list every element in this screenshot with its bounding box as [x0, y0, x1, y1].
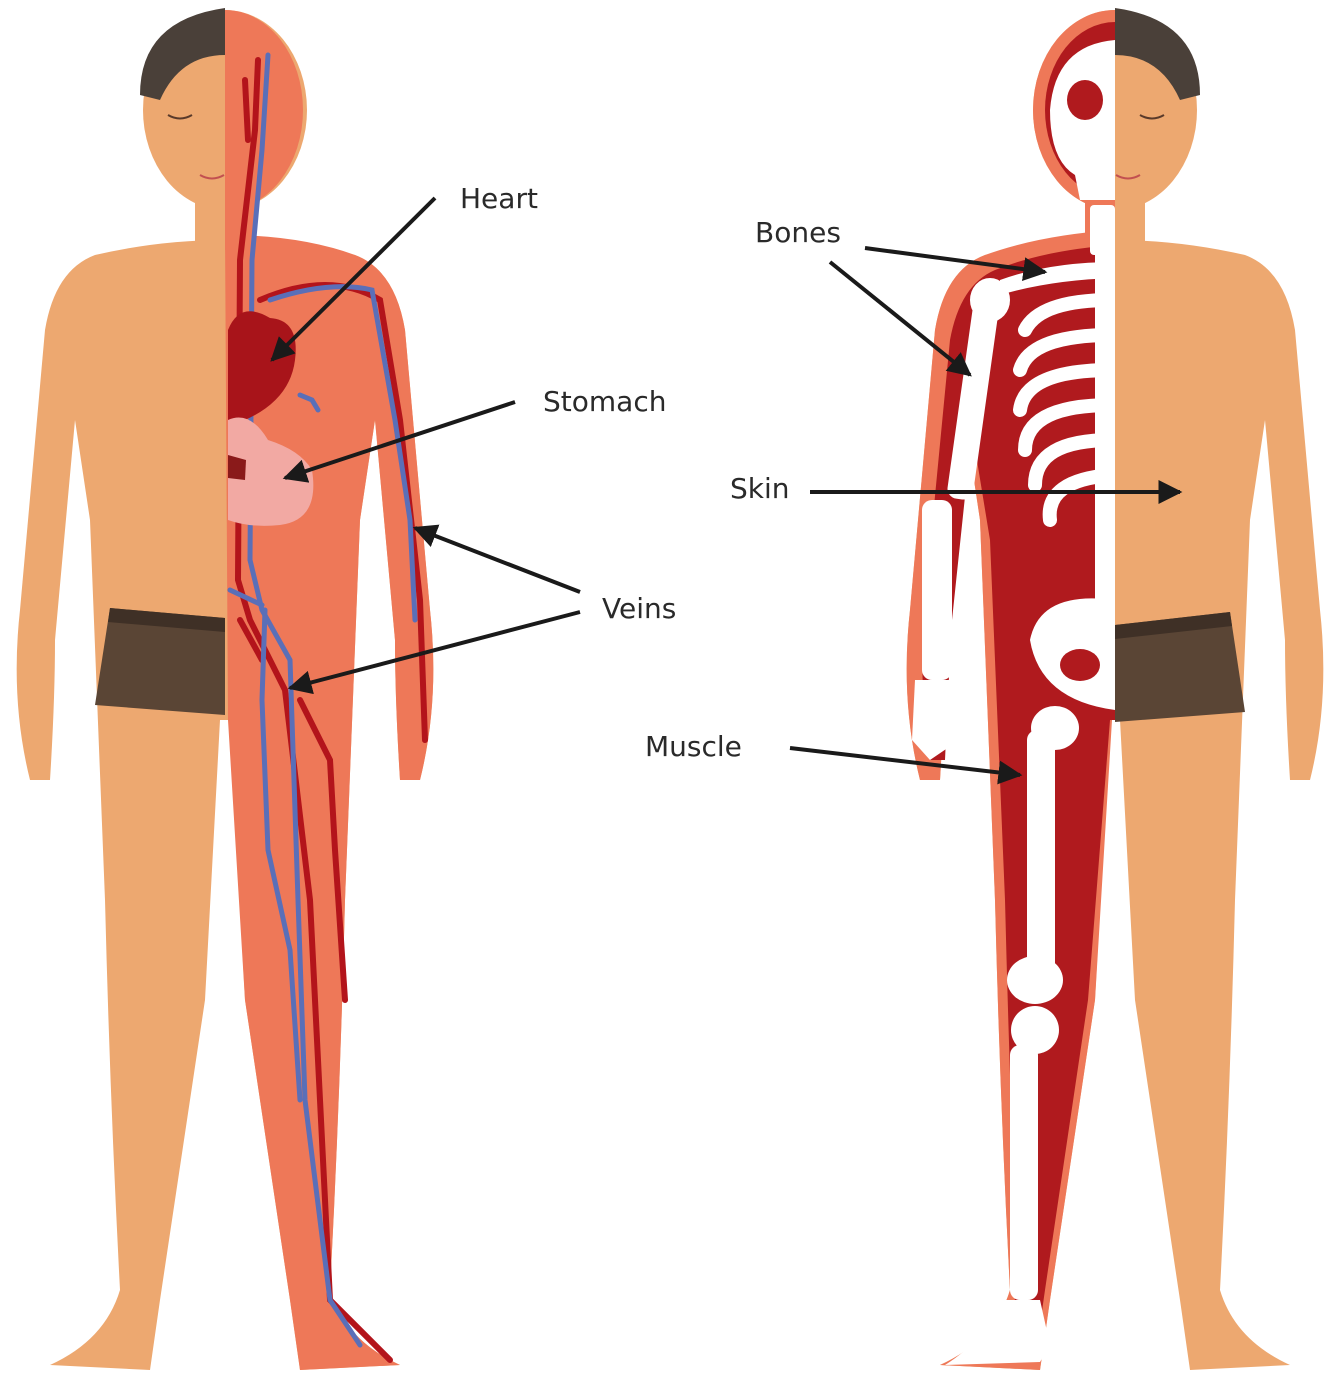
femur: [1027, 730, 1055, 975]
label-stomach: Stomach: [543, 385, 666, 418]
tibia: [1010, 1045, 1038, 1300]
label-skin: Skin: [730, 472, 790, 505]
foot-bones: [945, 1300, 1050, 1365]
forearm: [922, 500, 952, 680]
label-veins: Veins: [602, 592, 676, 625]
label-muscle: Muscle: [645, 730, 742, 763]
knee: [1007, 956, 1063, 1004]
right-figure: [907, 8, 1324, 1370]
label-bones: Bones: [755, 216, 841, 249]
left-figure: [17, 8, 434, 1370]
annotation-labels: Heart Stomach Veins Bones Skin Muscle: [460, 182, 841, 763]
label-heart: Heart: [460, 182, 538, 215]
spine: [1095, 250, 1115, 630]
arrow-muscle: [790, 748, 1020, 775]
arrow-veins-arm: [415, 528, 580, 592]
